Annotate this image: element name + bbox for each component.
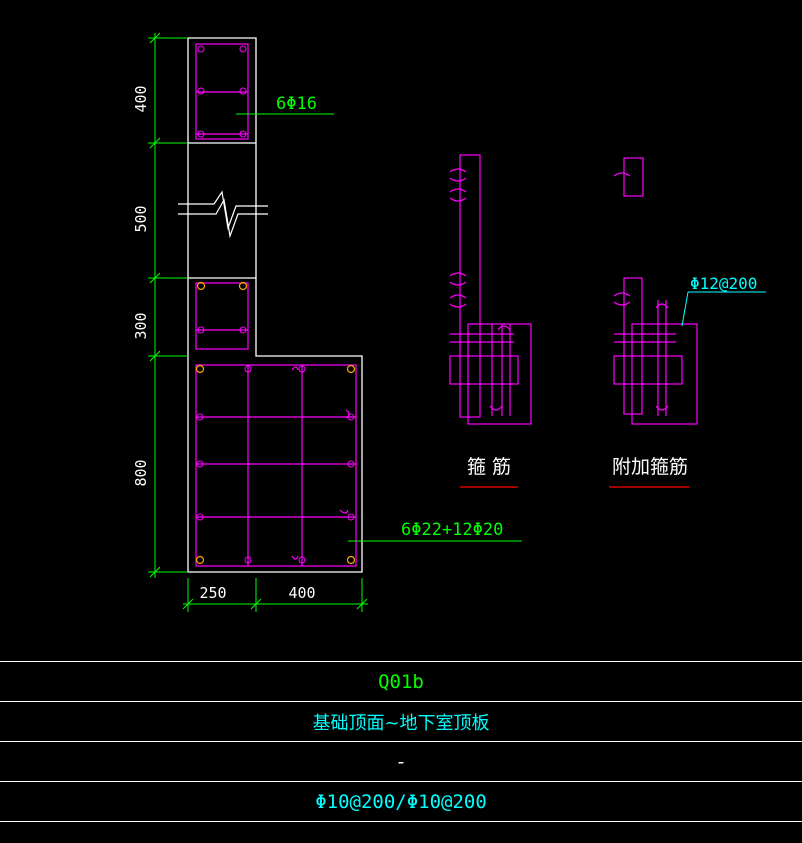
section-rebar <box>195 43 357 567</box>
bottom-bar-dots <box>196 365 355 564</box>
dim-800-vertical: 800 <box>132 459 150 486</box>
dash-text: - <box>395 751 407 773</box>
table-row-range: 基础顶面~地下室顶板 <box>0 702 802 742</box>
caption-stirrup: 箍 筋 <box>467 456 511 478</box>
horizontal-dimensions <box>182 578 368 612</box>
extra-stirrup-detail <box>613 157 698 425</box>
rebar-text: Φ10@200/Φ10@200 <box>315 791 487 813</box>
table-line-3 <box>0 781 802 782</box>
top-bar-dots <box>197 45 247 334</box>
label-top-bars: 6Φ16 <box>276 94 317 114</box>
table-line-1 <box>0 701 802 702</box>
table-row-wall-id: Q01b <box>0 662 802 702</box>
dim-500-vertical: 500 <box>132 205 150 232</box>
dim-400-vertical: 400 <box>132 85 150 112</box>
range-text: 基础顶面~地下室顶板 <box>312 713 490 734</box>
dim-300-vertical: 300 <box>132 312 150 339</box>
caption-extra-stirrup: 附加箍筋 <box>612 456 688 478</box>
table-line-2 <box>0 741 802 742</box>
wall-id: Q01b <box>378 671 424 693</box>
stirrup-detail <box>449 154 532 425</box>
corner-bar-dots <box>195 281 356 565</box>
dim-250-horizontal: 250 <box>199 584 226 602</box>
break-symbol <box>178 190 268 239</box>
label-bottom-bars: 6Φ22+12Φ20 <box>401 520 503 540</box>
label-extra-stirrup: Φ12@200 <box>690 274 757 293</box>
dim-400-horizontal: 400 <box>288 584 315 602</box>
table-line-4 <box>0 821 802 822</box>
table-line-0 <box>0 661 802 662</box>
table-row-dash: - <box>0 742 802 782</box>
leader-extra-stirrup <box>681 291 766 327</box>
vertical-dimensions <box>148 32 188 578</box>
table-row-rebar: Φ10@200/Φ10@200 <box>0 782 802 822</box>
wall-outline <box>187 37 363 573</box>
